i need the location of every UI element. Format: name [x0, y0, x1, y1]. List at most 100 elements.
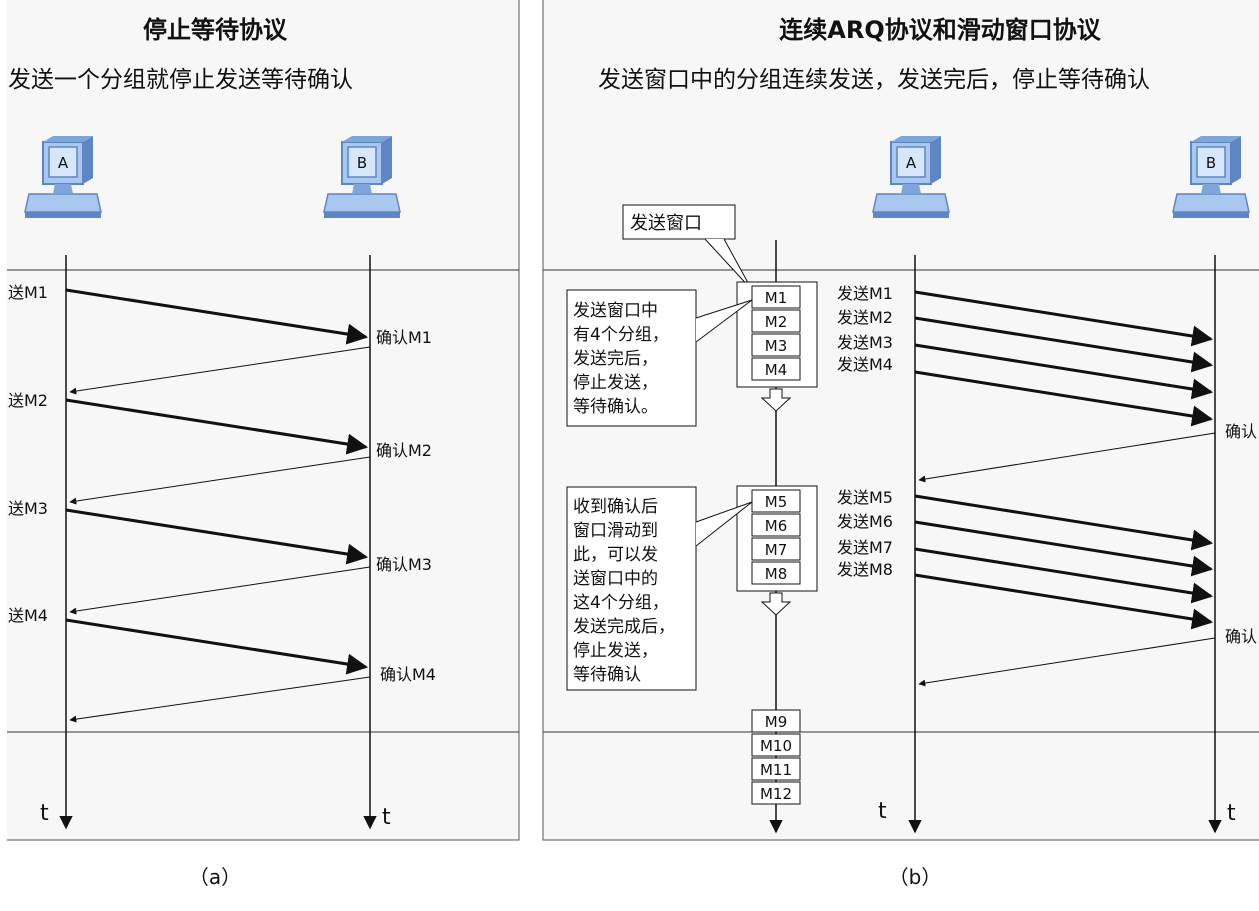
ack-arrow	[69, 346, 371, 395]
message-arrow	[914, 494, 1214, 551]
ack-arrow	[69, 456, 371, 505]
packet-label: M1	[765, 289, 788, 307]
note-line: 此，可以发	[573, 545, 658, 565]
ack-arrow	[918, 432, 1216, 483]
down-arrow-icon	[760, 592, 792, 616]
time-label-b-receiver: t	[1227, 801, 1236, 826]
time-label-a-sender: t	[40, 801, 49, 826]
packet-cell	[751, 757, 801, 781]
note-line: 停止发送，	[573, 641, 658, 661]
packet-cell	[751, 309, 801, 333]
packet-cell	[751, 537, 801, 561]
message-arrow	[914, 370, 1214, 427]
message-arrow	[65, 288, 369, 345]
computer-icon-a: A	[872, 135, 950, 219]
send-label-b: 发送M5	[837, 488, 893, 507]
packet-label: M11	[760, 761, 792, 779]
send-label-a: 发送M2	[0, 391, 48, 410]
packet-label: M8	[765, 565, 788, 583]
message-arrow	[914, 573, 1214, 630]
note-callout-2	[566, 486, 697, 691]
note-line: 发送完后，	[573, 349, 658, 369]
note-line: 这4个分组，	[573, 593, 669, 613]
ack-label-b: 确认	[1225, 422, 1257, 441]
send-label-a: 发送M4	[0, 606, 48, 625]
packet-cell	[751, 513, 801, 537]
packet-cell	[751, 733, 801, 757]
note-line: 停止发送，	[573, 373, 658, 393]
ack-label-a: 确认M3	[376, 555, 432, 574]
time-label-a-receiver: t	[382, 805, 391, 830]
send-label-b: 发送M4	[837, 355, 893, 374]
packet-label: M2	[765, 313, 788, 331]
note-line: 等待确认。	[573, 397, 658, 417]
left-crop-strip	[0, 0, 7, 907]
message-arrow	[65, 398, 369, 455]
note-line: 等待确认	[573, 665, 641, 685]
send-label-b: 发送M6	[837, 512, 893, 531]
computer-icon-a: A	[24, 135, 102, 219]
send-label-b: 发送M2	[837, 308, 893, 327]
window-label: 发送窗口	[630, 213, 702, 234]
packet-label: M3	[765, 337, 788, 355]
note-2-pointer	[695, 501, 753, 547]
message-arrow	[914, 547, 1214, 604]
panel-a-frame	[0, 0, 520, 841]
ack-label-a: 确认M2	[376, 441, 432, 460]
packet-cell	[751, 561, 801, 585]
note-1-pointer	[695, 299, 753, 343]
packet-label: M4	[765, 361, 788, 379]
caption-b: （b）	[889, 865, 942, 889]
send-label-b: 发送M8	[837, 560, 893, 579]
packet-cell	[751, 285, 801, 309]
note-callout-1	[566, 289, 697, 427]
packet-label: M6	[765, 517, 788, 535]
note-line: 送窗口中的	[573, 569, 658, 589]
ack-arrow	[69, 566, 371, 615]
packet-cell	[751, 781, 801, 805]
host-b-label: B	[357, 154, 367, 172]
packet-label: M9	[765, 713, 788, 731]
computer-icon-b: B	[323, 135, 401, 219]
message-arrow	[914, 316, 1214, 373]
message-arrow	[65, 618, 369, 675]
send-label-a: 发送M1	[0, 283, 48, 302]
send-label-b: 发送M7	[837, 538, 893, 557]
down-arrow-icon	[760, 388, 792, 412]
panel-b-subtitle: 发送窗口中的分组连续发送，发送完后，停止等待确认	[598, 67, 1150, 93]
note-line: 发送完成后，	[573, 617, 675, 637]
computer-icon-b: B	[1172, 135, 1250, 219]
note-line: 有4个分组，	[573, 325, 669, 345]
ack-label-b: 确认	[1225, 627, 1257, 646]
host-b-label: B	[1206, 154, 1216, 172]
ack-arrow	[69, 676, 371, 723]
message-arrow	[914, 343, 1214, 400]
packet-cell	[751, 489, 801, 513]
panel-b-title: 连续ARQ协议和滑动窗口协议	[779, 16, 1101, 44]
host-a-label: A	[58, 154, 69, 172]
note-line: 发送窗口中	[573, 301, 658, 321]
packet-cell	[751, 333, 801, 357]
packet-cell	[751, 357, 801, 381]
ack-label-a: 确认M1	[376, 328, 432, 347]
host-a-label: A	[906, 154, 917, 172]
panel-a-title: 停止等待协议	[143, 16, 288, 44]
send-label-b: 发送M3	[837, 333, 893, 352]
ack-arrow	[918, 637, 1216, 687]
packet-label: M12	[760, 785, 792, 803]
time-label-b-sender: t	[878, 799, 887, 824]
message-arrow	[914, 290, 1214, 347]
packet-label: M10	[760, 737, 792, 755]
packet-label: M7	[765, 541, 788, 559]
message-arrow	[65, 508, 369, 565]
send-label-b: 发送M1	[837, 284, 893, 303]
panel-a-subtitle: 发送一个分组就停止发送等待确认	[8, 67, 353, 93]
packet-cell	[751, 709, 801, 733]
caption-a: （a）	[189, 865, 241, 889]
ack-label-a: 确认M4	[380, 665, 436, 684]
note-line: 窗口滑动到	[573, 521, 658, 541]
note-line: 收到确认后	[573, 497, 658, 517]
packet-label: M5	[765, 493, 788, 511]
